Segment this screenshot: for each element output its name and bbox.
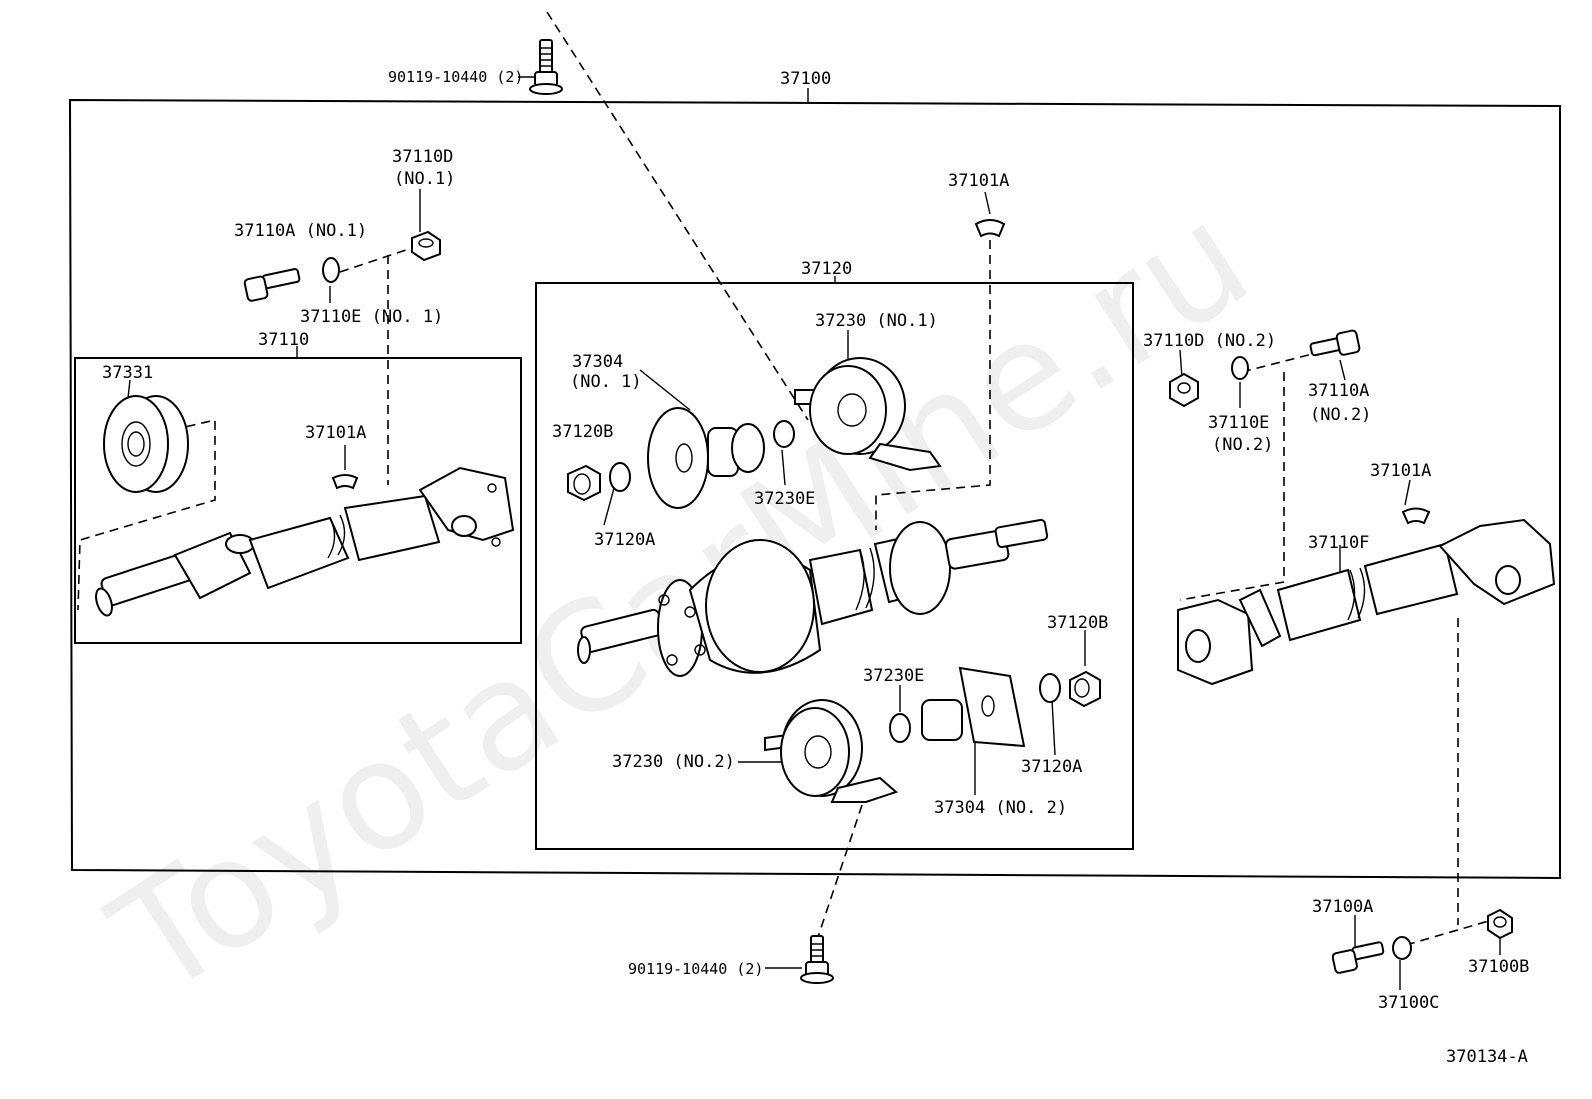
label-support-no2: 37230 (NO.2): [612, 752, 735, 772]
label-bolt-bottom: 90119-10440 (2): [628, 960, 763, 978]
label-shaft-rear: 37110F: [1308, 533, 1369, 553]
label-washer-100c: 37100C: [1378, 993, 1439, 1013]
bolt-37100a-icon: [1331, 941, 1385, 974]
nut-37120b-1-icon: [567, 464, 601, 502]
front-propeller-shaft-icon: [95, 466, 515, 617]
flange-37304-no2-icon: [921, 666, 1026, 748]
spacer-37230e-2-icon: [889, 713, 911, 743]
label-spacer-e2: 37230E: [863, 666, 924, 686]
label-nut-d1-no: (NO.1): [394, 169, 455, 189]
label-washer-a2: 37120A: [1021, 757, 1082, 777]
nut-37110d-no2-icon: [1169, 372, 1199, 408]
washer-37120a-2-icon: [1039, 673, 1061, 703]
washer-37110e-no2-icon: [1231, 356, 1249, 380]
bolt-37110a-no1-icon: [243, 268, 301, 302]
label-bal-weight-center: 37101A: [948, 171, 1009, 191]
assembly-frame: [68, 98, 1561, 880]
center-shaft-assembly-icon: [577, 518, 1049, 677]
center-support-no2-icon: [764, 699, 898, 803]
bolt-bottom-icon: [800, 935, 834, 984]
label-bolt-a1: 37110A (NO.1): [234, 221, 367, 241]
bolt-top-icon: [529, 39, 563, 95]
label-nut-b1: 37120B: [552, 422, 613, 442]
bearing-37331-icon: [103, 395, 189, 493]
spacer-37230e-1-icon: [773, 420, 795, 448]
balance-weight-front-icon: [331, 474, 359, 490]
diagram-id: 370134-A: [1446, 1047, 1528, 1067]
nut-37110d-no1-icon: [411, 230, 441, 262]
flange-37304-no1-icon: [647, 407, 765, 509]
center-support-no1-icon: [794, 357, 942, 472]
bolt-37110a-no2-icon: [1309, 329, 1361, 357]
label-nut-d2: 37110D (NO.2): [1143, 331, 1276, 351]
label-bearing: 37331: [102, 363, 153, 383]
label-washer-e1: 37110E (NO. 1): [300, 307, 443, 327]
front-shaft-frame: [74, 357, 522, 644]
label-washer-a1: 37120A: [594, 530, 655, 550]
dashed-alignment-lines: [77, 11, 1493, 946]
label-nut-d1: 37110D: [392, 147, 453, 167]
washer-37120a-1-icon: [609, 462, 631, 492]
label-assembly: 37100: [780, 69, 831, 89]
balance-weight-center-icon: [974, 219, 1006, 238]
nut-37100b-icon: [1487, 908, 1513, 940]
washer-37110e-no1-icon: [322, 257, 340, 283]
rear-propeller-shaft-icon: [1177, 518, 1556, 686]
label-flange-no2: 37304 (NO. 2): [934, 798, 1067, 818]
label-washer-e2: 37110E: [1208, 413, 1269, 433]
label-bolt-a2: 37110A: [1308, 381, 1369, 401]
label-bal-weight-rear: 37101A: [1370, 461, 1431, 481]
label-flange-no1-no: (NO. 1): [570, 372, 642, 392]
label-support-no1: 37230 (NO.1): [815, 311, 938, 331]
label-nut-100b: 37100B: [1468, 957, 1529, 977]
leader-lines: [127, 76, 1501, 990]
label-washer-e2-no: (NO.2): [1212, 435, 1273, 455]
label-bal-weight-front: 37101A: [305, 423, 366, 443]
label-center-assy: 37120: [801, 259, 852, 279]
label-flange-no1: 37304: [572, 352, 623, 372]
balance-weight-rear-icon: [1401, 507, 1431, 525]
label-bolt-top: 90119-10440 (2): [388, 68, 523, 86]
label-bolt-100a: 37100A: [1312, 897, 1373, 917]
nut-37120b-2-icon: [1069, 670, 1101, 708]
label-nut-b2: 37120B: [1047, 613, 1108, 633]
label-shaft-front: 37110: [258, 330, 309, 350]
label-bolt-a2-no: (NO.2): [1310, 405, 1371, 425]
label-spacer-e1: 37230E: [754, 489, 815, 509]
washer-37100c-icon: [1392, 936, 1412, 960]
